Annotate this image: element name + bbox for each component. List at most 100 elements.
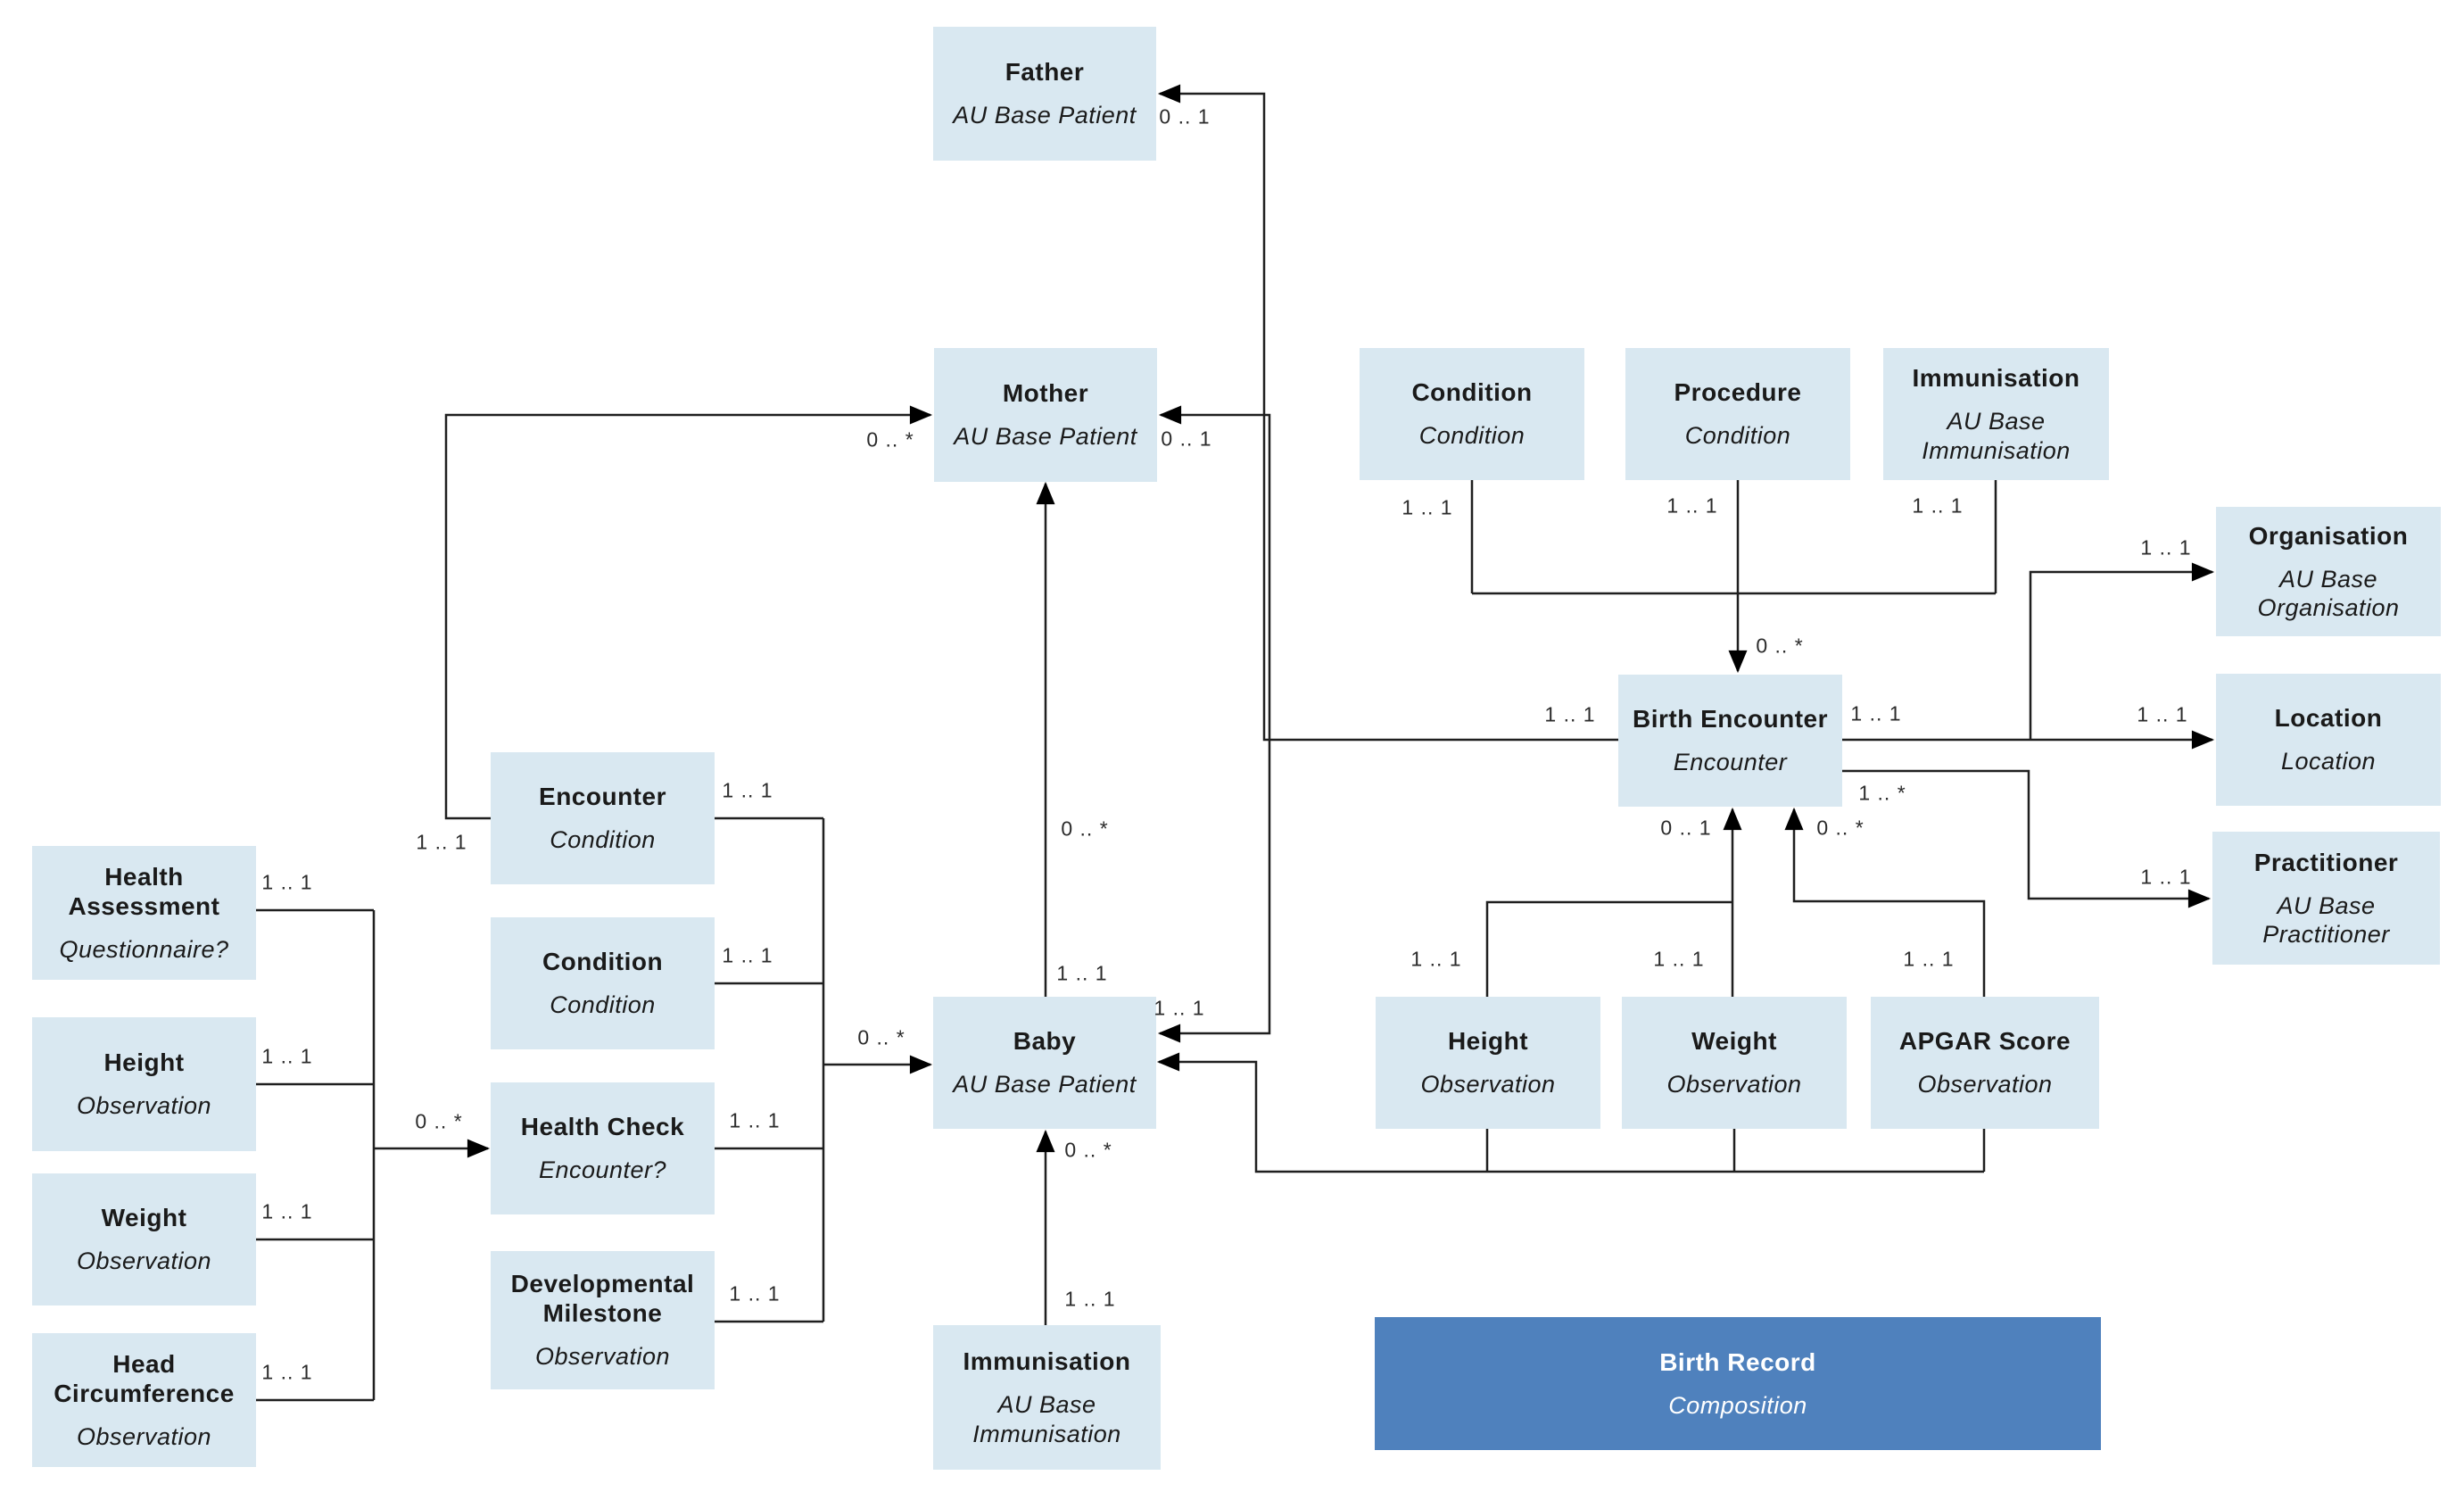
entity-title: Developmental Milestone <box>510 1270 695 1328</box>
multiplicity-label: 0 .. * <box>415 1109 463 1133</box>
entity-title: Practitioner <box>2253 848 2399 876</box>
entity-weight-left: Weight Observation <box>32 1173 256 1306</box>
entity-subtitle: Observation <box>1420 1071 1556 1098</box>
entity-title: Organisation <box>2248 521 2409 550</box>
entity-health-assessment: Health Assessment Questionnaire? <box>32 846 256 980</box>
multiplicity-label: 0 .. 1 <box>1159 104 1211 128</box>
entity-immunisation-bottom: Immunisation AU Base Immunisation <box>933 1325 1161 1470</box>
entity-subtitle: AU Base Patient <box>953 1071 1137 1098</box>
entity-height-left: Height Observation <box>32 1017 256 1151</box>
entity-mother: Mother AU Base Patient <box>934 348 1157 482</box>
multiplicity-label: 1 .. 1 <box>729 1281 781 1306</box>
entity-subtitle: AU Base Patient <box>954 423 1137 451</box>
entity-title: Condition <box>1411 378 1533 407</box>
multiplicity-label: 1 .. 1 <box>261 1044 313 1068</box>
multiplicity-label: 1 .. 1 <box>2140 865 2192 889</box>
multiplicity-label: 1 .. 1 <box>1666 493 1718 518</box>
multiplicity-label: 1 .. 1 <box>1912 493 1964 518</box>
entity-title: Health Check <box>520 1113 685 1141</box>
entity-subtitle: Encounter? <box>538 1156 667 1184</box>
multiplicity-label: 1 .. 1 <box>1544 702 1596 726</box>
entity-weight-right: Weight Observation <box>1622 997 1847 1129</box>
multiplicity-label: 1 .. 1 <box>1653 947 1705 971</box>
entity-subtitle: Condition <box>1684 422 1791 450</box>
entity-birth-encounter: Birth Encounter Encounter <box>1618 675 1842 807</box>
entity-health-check: Health Check Encounter? <box>491 1082 715 1214</box>
entity-encounter: Encounter Condition <box>491 752 715 884</box>
multiplicity-label: 1 .. 1 <box>1056 961 1108 985</box>
multiplicity-label: 1 .. * <box>1858 781 1906 805</box>
edge-birthencounter-organisation <box>2029 562 2215 740</box>
entity-subtitle: Questionnaire? <box>59 935 229 963</box>
multiplicity-label: 1 .. 1 <box>416 830 467 854</box>
multiplicity-label: 1 .. 1 <box>1402 495 1453 519</box>
entity-subtitle: AU Base Practitioner <box>2262 891 2390 949</box>
edge-apgar-birthencounter <box>1784 807 1986 997</box>
multiplicity-label: 1 .. 1 <box>261 1199 313 1223</box>
entity-developmental-milestone: Developmental Milestone Observation <box>491 1251 715 1389</box>
entity-title: Weight <box>101 1204 187 1232</box>
multiplicity-label: 1 .. 1 <box>722 943 773 967</box>
multiplicity-label: 0 .. * <box>1756 634 1804 658</box>
entity-subtitle: AU Base Organisation <box>2257 565 2400 622</box>
multiplicity-label: 1 .. 1 <box>1410 947 1462 971</box>
multiplicity-label: 1 .. 1 <box>2140 535 2192 560</box>
multiplicity-label: 0 .. * <box>857 1025 905 1049</box>
entity-title: Birth Encounter <box>1632 705 1829 734</box>
entity-subtitle: Composition <box>1668 1391 1807 1419</box>
entity-organisation: Organisation AU Base Organisation <box>2216 507 2441 636</box>
entity-location: Location Location <box>2216 674 2441 806</box>
entity-title: Immunisation <box>1912 364 2080 393</box>
multiplicity-label: 0 .. * <box>866 427 914 452</box>
entity-subtitle: Condition <box>1418 422 1526 450</box>
multiplicity-label: 1 .. 1 <box>1153 996 1205 1020</box>
entity-title: APGAR Score <box>1898 1027 2071 1056</box>
entity-subtitle: Observation <box>534 1343 671 1371</box>
entity-condition-top: Condition Condition <box>1360 348 1584 480</box>
entity-head-circumference: Head Circumference Observation <box>32 1333 256 1467</box>
entity-title: Height <box>103 1049 185 1077</box>
entity-title: Immunisation <box>963 1347 1131 1376</box>
entity-title: Health Assessment <box>68 862 220 920</box>
entity-subtitle: AU Base Immunisation <box>972 1391 1121 1447</box>
entity-subtitle: Location <box>2280 748 2377 775</box>
entity-title: Birth Record <box>1659 1347 1816 1376</box>
entity-title: Mother <box>1002 379 1089 408</box>
entity-immunisation-top: Immunisation AU Base Immunisation <box>1883 348 2109 480</box>
multiplicity-label: 0 .. * <box>1061 816 1109 841</box>
edge-encounter-mother <box>444 405 933 820</box>
multiplicity-label: 1 .. 1 <box>1850 701 1902 725</box>
entity-father: Father AU Base Patient <box>933 27 1156 161</box>
entity-height-right: Height Observation <box>1376 997 1600 1129</box>
entity-subtitle: Condition <box>550 991 656 1019</box>
entity-subtitle: Observation <box>76 1247 212 1275</box>
entity-title: Encounter <box>539 783 666 811</box>
multiplicity-label: 1 .. 1 <box>261 1360 313 1384</box>
multiplicity-label: 0 .. * <box>1816 816 1865 840</box>
entity-practitioner: Practitioner AU Base Practitioner <box>2212 832 2440 965</box>
multiplicity-label: 1 .. 1 <box>1903 947 1955 971</box>
entity-title: Father <box>1005 58 1085 87</box>
entity-title: Height <box>1447 1027 1529 1056</box>
entity-subtitle: Observation <box>76 1422 212 1450</box>
entity-apgar-score: APGAR Score Observation <box>1871 997 2099 1129</box>
multiplicity-label: 0 .. * <box>1064 1138 1112 1162</box>
entity-subtitle: Encounter <box>1673 749 1788 776</box>
entity-subtitle: Condition <box>550 826 656 854</box>
multiplicity-label: 0 .. 1 <box>1161 427 1212 451</box>
entity-baby: Baby AU Base Patient <box>933 997 1156 1129</box>
entity-subtitle: Observation <box>1917 1071 2053 1098</box>
multiplicity-label: 1 .. 1 <box>729 1108 781 1132</box>
multiplicity-label: 1 .. 1 <box>261 870 313 894</box>
entity-title: Head Circumference <box>54 1349 235 1407</box>
multiplicity-label: 1 .. 1 <box>722 778 773 802</box>
multiplicity-label: 0 .. 1 <box>1660 816 1712 840</box>
entity-title: Condition <box>542 948 664 976</box>
entity-procedure: Procedure Condition <box>1625 348 1850 480</box>
entity-subtitle: Observation <box>76 1092 212 1120</box>
multiplicity-label: 1 .. 1 <box>2137 702 2188 726</box>
edge-birthencounter-father <box>1157 84 1618 742</box>
entity-subtitle: AU Base Immunisation <box>1922 408 2071 464</box>
